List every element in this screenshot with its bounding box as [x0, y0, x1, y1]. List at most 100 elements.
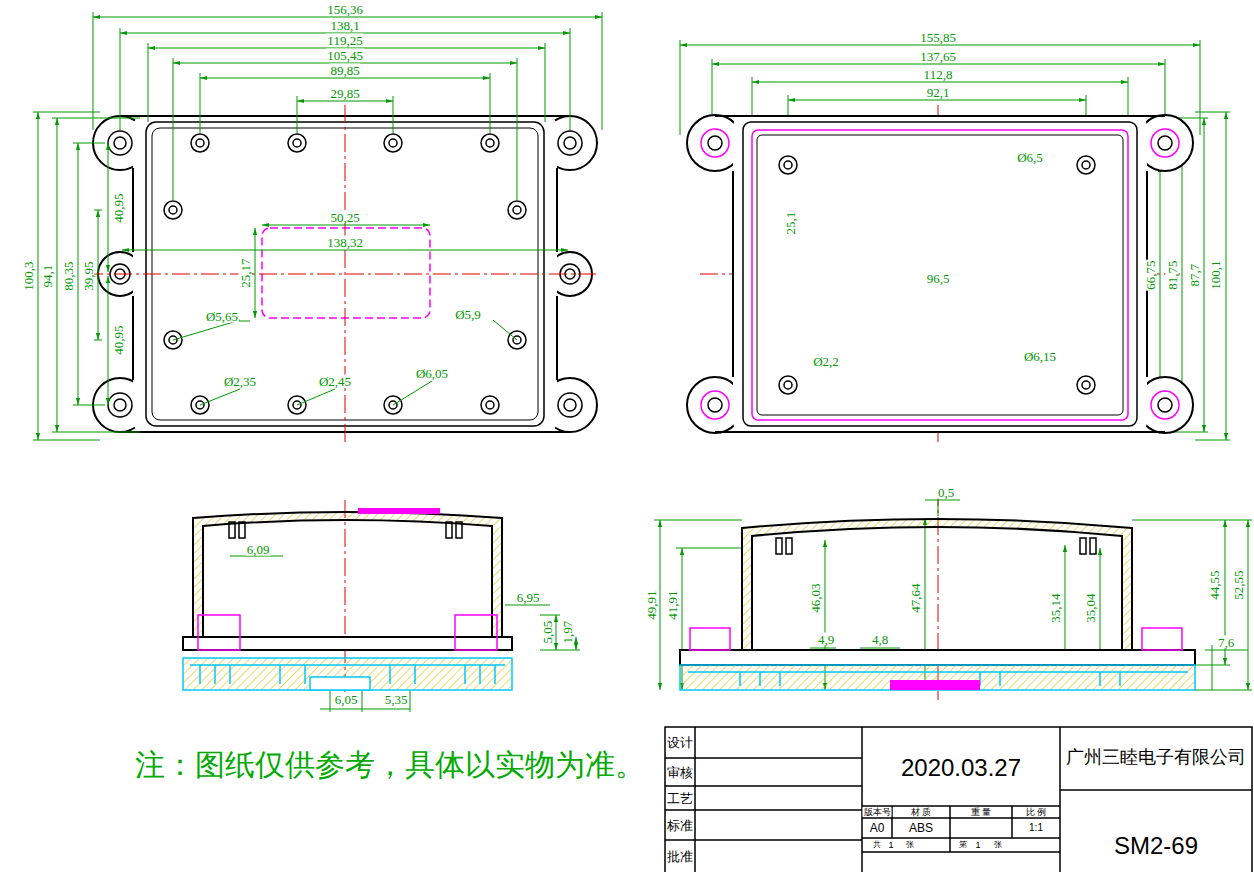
dimension-text: 50,25: [329, 211, 360, 224]
title-block-cell: 标准: [666, 819, 694, 832]
side-view-left-part: [183, 637, 512, 650]
dimension-lines-part-part: [122, 250, 568, 251]
top-view-outline-part-part: [1082, 161, 1090, 169]
top-view-outline-part: [752, 130, 1128, 420]
dimension-lines-part-part: [660, 520, 661, 690]
title-block-cell: 张: [905, 841, 915, 849]
side-view-right-part: [680, 665, 1195, 690]
dimension-text: 100,3: [22, 260, 35, 291]
side-view-right: [680, 519, 1195, 690]
dimension-text: 7,6: [1217, 636, 1235, 649]
title-block-grid-part: [695, 727, 1060, 872]
top-view-outline-part-part: [1158, 136, 1172, 150]
dimension-lines-part-part: [1248, 520, 1249, 690]
dimension-text: 29,85: [329, 87, 360, 100]
dimension-text: 137,65: [919, 50, 957, 63]
dimension-text: 6,95: [516, 591, 541, 604]
dimension-text: 0,5: [937, 486, 955, 499]
side-view-left-part-part: [310, 677, 370, 690]
dimension-lines-part-part: [556, 615, 557, 650]
center-lines-part: [85, 105, 600, 445]
dimension-lines-part-part: [200, 78, 490, 79]
dimension-lines-part-part: [1160, 165, 1161, 385]
title-block-grid-part: [1060, 789, 1252, 791]
side-view-left: [183, 508, 512, 690]
bottom-view-outline-part-part: [293, 139, 301, 147]
title-block-cell: 审核: [666, 766, 694, 779]
dimension-text: 105,45: [326, 49, 364, 62]
dimension-text: 35,04: [1084, 592, 1097, 623]
dimension-text: 44,55: [1208, 569, 1221, 600]
top-view-outline-part-part: [708, 398, 722, 412]
title-block-cell: 1:1: [1028, 823, 1044, 833]
bottom-view-outline-part-part: [114, 399, 126, 411]
dimension-text: Ø6,05: [415, 367, 449, 380]
bottom-view-outline-part-part: [389, 139, 397, 147]
top-view-outline-part-part: [701, 391, 729, 419]
bottom-view-outline-part-part: [108, 131, 132, 155]
dimension-lines-part-part: [297, 101, 393, 102]
side-view-left-part-part: [446, 522, 452, 538]
title-block-cell: 共: [872, 841, 882, 849]
side-view-right-part-part: [776, 538, 782, 554]
title-block-grid-part: [665, 727, 1252, 872]
dimension-text: 46,03: [809, 582, 822, 613]
dimension-text: 35,14: [1049, 592, 1062, 623]
dimension-lines-part: [654, 520, 1252, 690]
title-block-cell: 2020.03.27: [900, 756, 1022, 780]
dimension-text: 138,1: [329, 19, 360, 32]
title-block-cell: 材 质: [910, 808, 933, 817]
title-block-cell: 1: [974, 841, 981, 850]
title-block-grid: [665, 727, 1252, 872]
cutout-outline-part: [262, 228, 430, 318]
top-view-outline-part-part: [701, 129, 729, 157]
title-block-cell: 设计: [666, 736, 694, 749]
title-block-cell: 批准: [666, 850, 694, 863]
title-block-grid-part: [862, 806, 1060, 852]
dimension-text: 87,7: [1188, 263, 1201, 288]
title-block-cell: 广州三睦电子有限公司: [1065, 748, 1247, 766]
dimension-text: 66,75: [1144, 259, 1157, 290]
side-view-right-part: [690, 628, 1182, 650]
side-view-left-part: [183, 658, 512, 690]
dimension-text: 41,91: [666, 589, 679, 620]
dimension-text: 138,32: [326, 236, 364, 249]
side-view-right-part-part: [890, 680, 980, 690]
bottom-view-outline-part-part: [191, 134, 209, 152]
dimension-text: 40,95: [112, 192, 125, 223]
dimension-lines-part-part: [93, 17, 602, 18]
title-block-grid-part: [665, 758, 862, 840]
side-view-left-part-part: [239, 522, 245, 538]
dimension-lines-part-part: [1204, 118, 1205, 432]
dimension-lines-part-part: [108, 143, 109, 272]
bottom-view-outline-part-part: [481, 396, 499, 414]
top-view-outline-part-part: [779, 156, 797, 174]
note-text: 注：图纸仅供参考，具体以实物为准。: [134, 750, 646, 780]
dimension-text: Ø2,35: [223, 375, 257, 388]
dimension-text: Ø5,65: [205, 310, 239, 323]
side-view-left-part: [358, 508, 440, 514]
top-view-outline-part-part: [784, 381, 792, 389]
dimension-text: 40,95: [112, 324, 125, 355]
dimension-text: Ø2,45: [318, 375, 352, 388]
center-lines-part: [700, 105, 1180, 445]
bottom-view-outline-part-part: [169, 206, 177, 214]
dimension-text: 94,1: [41, 264, 54, 289]
top-view-outline-part: [701, 129, 1179, 419]
dimension-text: 25,17: [239, 257, 252, 288]
title-block-cell: 第: [958, 841, 968, 849]
side-view-right-part-part: [690, 628, 730, 650]
side-view-right-part-part: [1142, 628, 1182, 650]
side-view-right-part-part: [1080, 538, 1086, 554]
dimension-lines-part-part: [38, 112, 39, 440]
top-view-outline-part: [715, 116, 1165, 432]
dimension-text: 81,75: [1166, 259, 1179, 290]
side-view-right-part: [742, 519, 1132, 650]
dimension-text: 119,25: [326, 34, 363, 47]
side-view-right-part-part: [786, 538, 792, 554]
top-view-outline-part: [733, 116, 1147, 432]
dimension-lines-part-part: [788, 100, 1086, 101]
dimension-lines-part-part: [576, 637, 577, 650]
